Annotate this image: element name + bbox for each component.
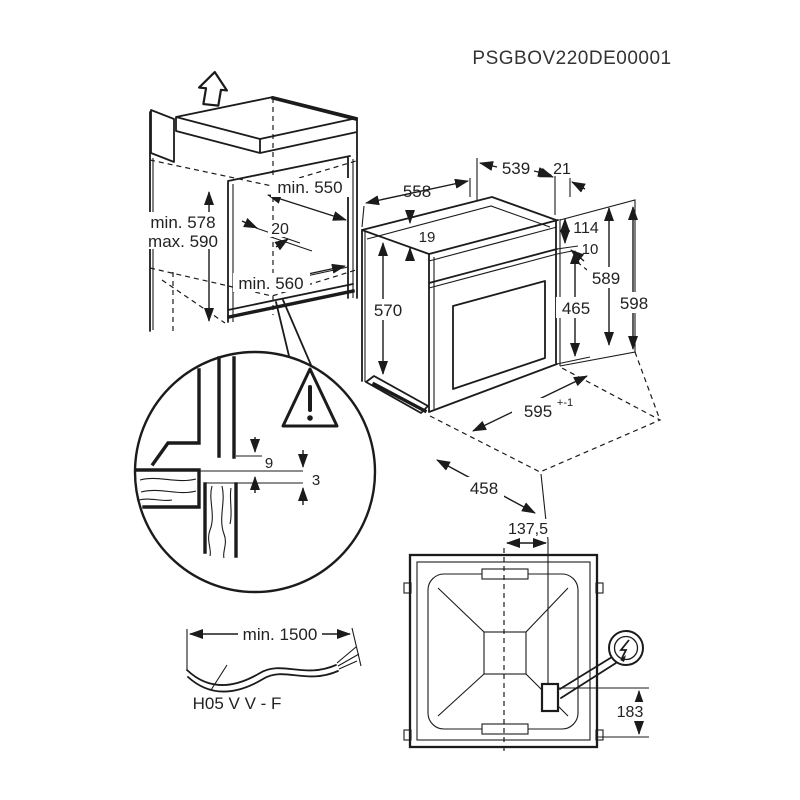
dim-ext-lines-top [361, 158, 571, 228]
cable-wire-ends [336, 646, 360, 670]
rear-panel-cross-lines [437, 587, 569, 717]
dim-depth-label: 458 [470, 479, 498, 498]
power-cable-diagram: min. 1500 H05 V V - F [186, 625, 362, 713]
floor-projection [429, 351, 662, 473]
socket-reference-line [540, 473, 549, 684]
dim-oven-width-label: 558 [403, 182, 431, 201]
dim-front-width-label: 595 [524, 402, 552, 421]
dim-top-depth-arrow-a [479, 161, 498, 171]
detail-circle [133, 350, 377, 594]
dim-side-height-label: 570 [374, 301, 402, 320]
dim-front-clearance-label: 3 [312, 472, 320, 489]
rear-view-diagram: 137,5 183 [403, 519, 649, 752]
diagram-code: PSGBOV220DE00001 [472, 48, 671, 69]
oven-frame-section [150, 368, 201, 467]
oven-door-window [452, 280, 546, 390]
dim-niche-height-min-label: min. 578 [150, 213, 215, 232]
installation-gap-detail: 9 3 [133, 350, 377, 594]
cable-length-label: min. 1500 [243, 625, 318, 644]
cable-type-label: H05 V V - F [193, 694, 282, 713]
dim-niche-depth-arrow [267, 194, 347, 221]
oven-top-face [361, 196, 557, 231]
dim-rear-gap-label: 20 [271, 221, 289, 238]
dim-panel-gap-leader [576, 261, 601, 281]
dim-oven-width-arrow [365, 178, 469, 206]
oven-top-rim [366, 205, 551, 240]
dim-rear-gap-arrow-b [274, 238, 289, 251]
cable-outline [186, 664, 339, 693]
shelf-band [226, 288, 356, 320]
dim-top-edge-label: 19 [419, 229, 436, 246]
dim-socket-x-label: 137,5 [508, 521, 548, 538]
dim-overhang-arrow-a [539, 167, 554, 178]
oven-dimensions-diagram: 558 539 21 19 114 10 570 465 589 598 595… [361, 158, 662, 684]
oven-left-face [361, 229, 430, 382]
dim-height-rear-label: 589 [592, 269, 620, 288]
dim-height-front-label: 598 [620, 294, 648, 313]
dim-ext-door [556, 245, 591, 365]
niche-opening [227, 132, 358, 323]
warning-icon [281, 367, 339, 428]
rear-center-plate [483, 631, 527, 675]
niche-opening-inner [232, 159, 354, 322]
dim-rear-gap-arrow-a [241, 217, 258, 229]
cabinet-cutout-diagram: min. 550 20 min. 560 min. 578 max. 590 [141, 70, 359, 366]
dim-panel-gap-label: 10 [582, 241, 599, 258]
dim-ext-panel [556, 250, 573, 255]
socket-callout-lines [559, 656, 617, 699]
wood-grain-worktop [138, 477, 197, 502]
oven-base-trim-edge [371, 381, 428, 414]
dim-front-width-tolerance: +-1 [557, 397, 573, 409]
wood-grain-front [208, 485, 232, 559]
dim-top-depth-label: 539 [502, 159, 530, 178]
detail-callout-lines [275, 299, 312, 366]
dim-niche-depth-label: min. 550 [277, 178, 342, 197]
dim-overhang-arrow-b [571, 181, 586, 193]
rear-panel-notch-bottom [481, 723, 529, 735]
oven-front-face [428, 219, 559, 413]
worktop-slab [175, 96, 358, 154]
oven-wall-section [217, 356, 236, 459]
dim-overhang-label: 21 [553, 161, 571, 178]
rear-panel-notch-top [481, 568, 529, 580]
junction-box [540, 682, 560, 713]
cabinet-front-section [203, 482, 238, 558]
up-arrow-icon [197, 70, 229, 107]
worktop-edge [270, 95, 359, 122]
dim-door-height-label: 465 [562, 299, 590, 318]
dim-socket-y-ext [559, 687, 649, 738]
oven-base-trim [365, 375, 429, 414]
dim-socket-y-label: 183 [617, 704, 644, 721]
dim-niche-height-max-label: max. 590 [148, 232, 218, 251]
dim-niche-width-label: min. 560 [238, 274, 303, 293]
cable-dim-ticks [186, 627, 362, 671]
electrical-connection-icon [608, 630, 644, 666]
dim-top-clearance-label: 9 [265, 455, 273, 472]
dim-panel-height-label: 114 [573, 220, 599, 237]
worktop-section [135, 468, 201, 509]
cable-leader-line [210, 664, 228, 691]
oven-front-face-inner [428, 219, 561, 409]
